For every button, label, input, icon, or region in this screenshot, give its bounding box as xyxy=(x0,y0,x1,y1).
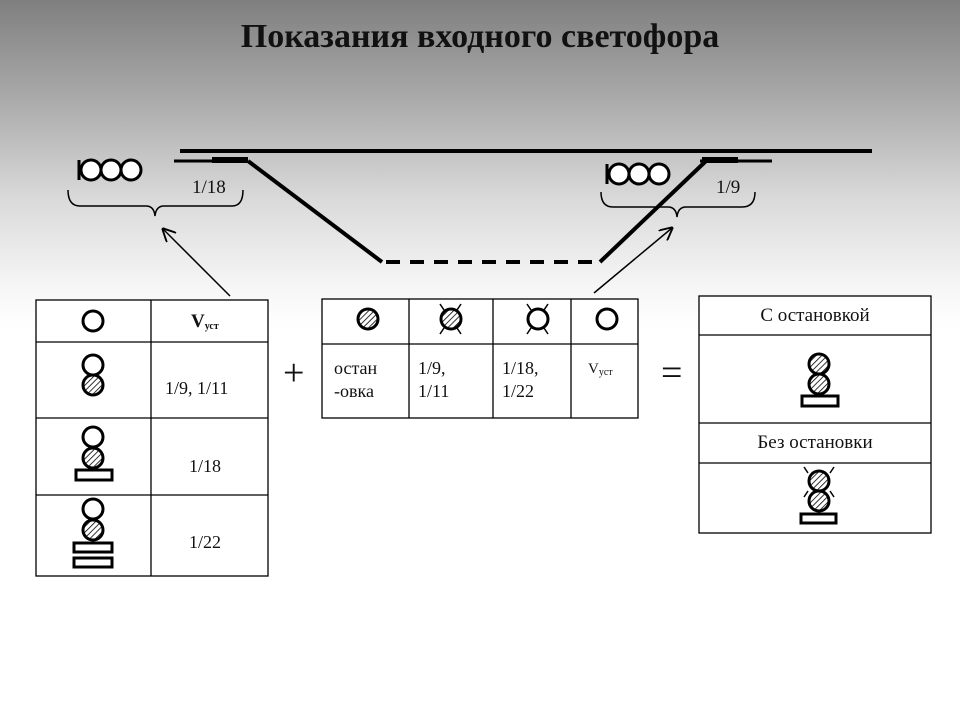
lt-row2-value: 1/18 xyxy=(189,456,222,476)
lt-row3-signal-icon xyxy=(72,497,114,569)
equals-operator: = xyxy=(661,352,683,394)
mt-cell-stop: остан -овка xyxy=(334,357,377,403)
mt-cell-v-sub: уст xyxy=(598,367,613,378)
mt-cell-vust: Vуст xyxy=(588,358,613,384)
mt-cell-speed1: 1/9, 1/11 xyxy=(418,357,449,403)
lt-header-v-sub: уст xyxy=(204,321,219,332)
right-brace xyxy=(600,191,756,218)
mt-cell-v: V xyxy=(588,361,599,377)
mt-flashing-hatched-lamp-icon xyxy=(439,303,463,335)
lt-header-v: V xyxy=(191,311,205,332)
rt-with-stop-signal-icon xyxy=(800,352,840,408)
rt-with-stop-label: С остановкой xyxy=(760,305,870,326)
lt-row1-value: 1/9, 1/11 xyxy=(165,378,229,398)
right-arrow xyxy=(593,228,672,294)
mt-cell-speed2-line1: 1/18, xyxy=(502,358,539,378)
lt-row2-signal-icon xyxy=(74,425,114,482)
rt-without-stop-label: Без остановки xyxy=(757,432,873,453)
mt-hatched-lamp-icon xyxy=(356,307,380,331)
rt-without-stop-signal-icon xyxy=(799,466,838,525)
left-brace xyxy=(67,189,244,217)
left-speed-label: 1/18 xyxy=(192,177,226,198)
left-table xyxy=(35,299,269,577)
left-switch-line xyxy=(246,159,384,264)
mt-flashing-lamp-icon xyxy=(526,303,550,335)
lt-row1-signal-icon xyxy=(81,353,105,397)
mt-cell-speed2: 1/18, 1/22 xyxy=(502,357,539,403)
track-scheme xyxy=(174,149,872,264)
slide-title: Показания входного светофора xyxy=(240,18,720,55)
lt-row3-value: 1/22 xyxy=(189,532,222,552)
mt-cell-stop-line2: -овка xyxy=(334,381,374,401)
mt-cell-speed1-line2: 1/11 xyxy=(418,381,450,401)
plus-operator: + xyxy=(283,352,305,394)
left-signal-icon xyxy=(77,158,143,182)
mt-cell-stop-line1: остан xyxy=(334,358,378,378)
left-arrow xyxy=(163,229,231,297)
mt-lamp-icon xyxy=(595,307,619,331)
lt-header-vust: Vуст xyxy=(191,310,219,338)
lt-header-lamp-icon xyxy=(81,309,105,333)
mt-cell-speed1-line1: 1/9, xyxy=(418,358,446,378)
mt-cell-speed2-line2: 1/22 xyxy=(502,381,535,401)
left-signal-mark xyxy=(212,157,248,163)
right-signal-mark xyxy=(702,157,738,163)
right-signal-icon xyxy=(605,162,671,186)
right-speed-label: 1/9 xyxy=(716,177,741,198)
right-switch-line xyxy=(598,159,708,264)
